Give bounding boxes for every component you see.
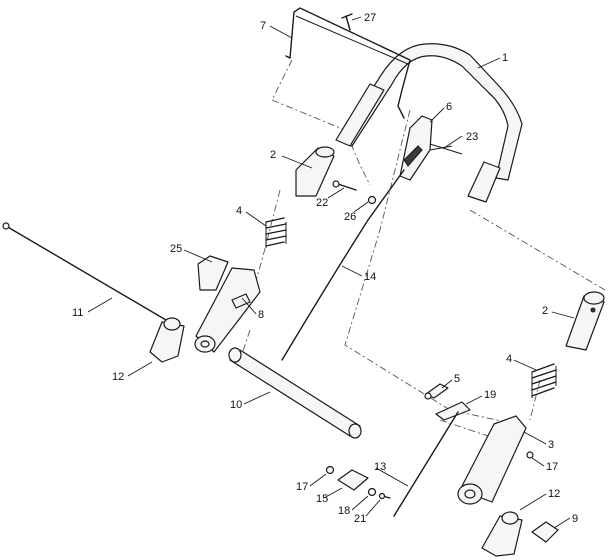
part-6-bail-lever [399,115,433,181]
callout-10: 10 [230,399,242,411]
callout-7: 7 [260,20,266,32]
callout-12-left: 12 [112,371,124,383]
part-2-sleeve-right [565,291,605,351]
callout-26: 26 [344,211,356,223]
part-27-pin [341,13,353,31]
callout-12-right: 12 [548,488,560,500]
part-12-bracket-left [149,317,185,363]
part-17-nut-right [526,451,534,459]
part-3-bracket [457,415,527,505]
part-12-bracket-right [481,511,523,557]
part-14-cable [281,169,405,361]
callout-4-upper: 4 [236,205,242,217]
callout-18: 18 [338,505,350,517]
callout-9: 9 [572,513,578,525]
callout-2-right: 2 [542,305,548,317]
part-9-clip [531,521,559,543]
part-8-bracket [194,267,261,353]
callout-6: 6 [446,101,452,113]
callout-8: 8 [258,309,264,321]
part-18-washer [367,487,377,497]
callout-1: 1 [502,52,508,64]
callout-19: 19 [484,389,496,401]
callout-25: 25 [170,243,182,255]
callout-27: 27 [364,12,376,24]
callout-labels: 27 7 1 6 23 2 22 26 4 25 14 11 8 12 10 2… [72,12,578,525]
part-10-tube [228,347,362,439]
part-25-block [197,255,229,291]
leader-lines [87,16,575,529]
part-4-spring-right [531,363,557,398]
callout-23: 23 [466,131,478,143]
callout-5: 5 [454,373,460,385]
part-23-spring [429,143,463,155]
callout-11: 11 [72,307,83,319]
callout-13: 13 [374,461,386,473]
part-13-cable [393,411,459,517]
part-21-screw [378,492,391,500]
part-26-nut [367,195,377,205]
part-11-rod [2,222,167,321]
part-7-wire [285,7,411,119]
part-15-link [337,469,369,491]
callout-3: 3 [548,439,554,451]
callout-4-right: 4 [506,353,512,365]
callout-15: 15 [316,493,328,505]
callout-2-upper: 2 [270,149,276,161]
callout-22: 22 [316,197,328,209]
callout-17-left: 17 [296,481,308,493]
callout-14: 14 [364,271,376,283]
part-2-sleeve-upper [295,146,335,197]
part-1-handle [335,43,523,203]
callout-21: 21 [354,513,366,525]
part-19-latch [435,401,471,421]
callout-17-right: 17 [546,461,558,473]
part-4-spring-upper [265,217,287,248]
part-22-screw [332,180,357,191]
part-17-nut-left [325,465,335,475]
